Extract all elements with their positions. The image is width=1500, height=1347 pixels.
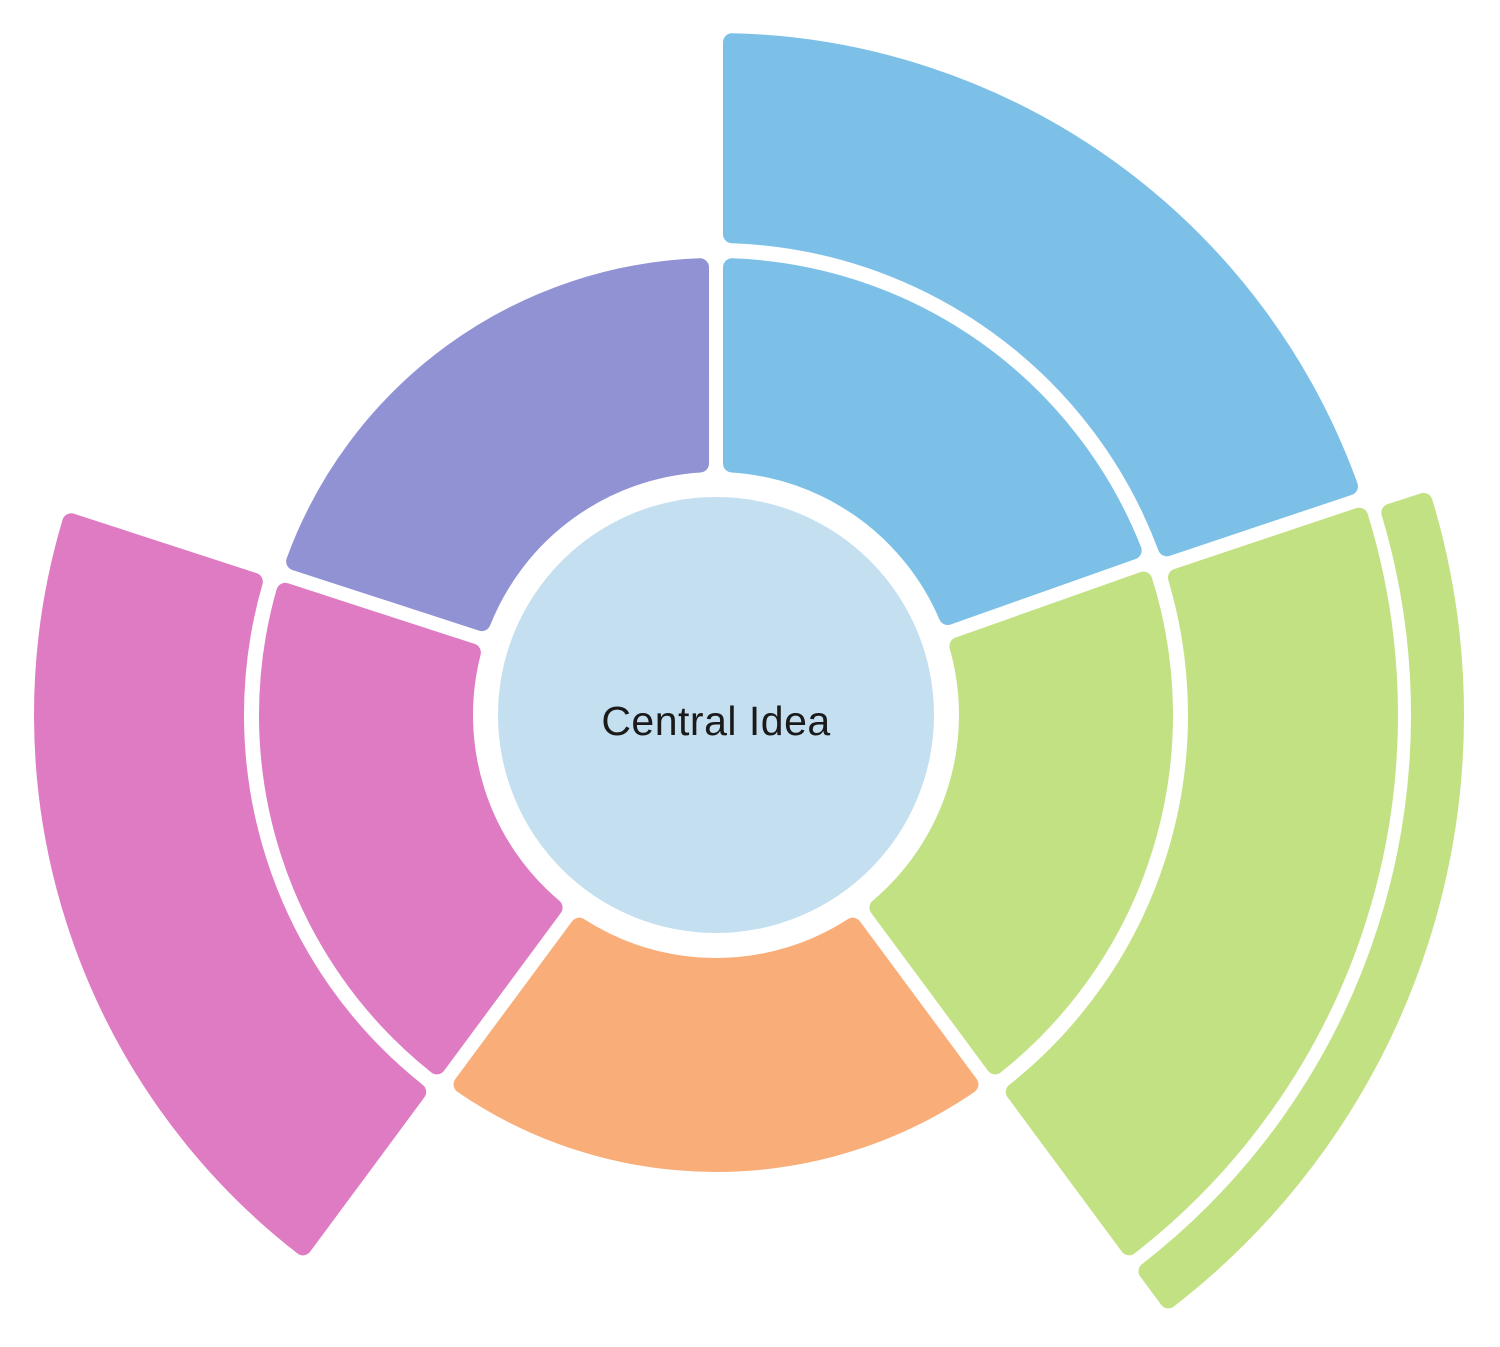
segment-orange-inner[interactable] [453,917,979,1172]
segment-purple-inner[interactable] [286,258,710,632]
segment-pink-outer[interactable] [34,513,427,1256]
segment-green-outer[interactable] [1005,507,1398,1256]
segment-pink-inner[interactable] [259,582,563,1075]
central-idea-label: Central Idea [601,698,830,744]
segment-blue-outer[interactable] [723,33,1358,557]
segment-blue-inner[interactable] [722,258,1142,625]
segment-green-inner[interactable] [869,571,1173,1075]
central-idea-circle[interactable] [498,497,934,933]
segment-green-sliver[interactable] [1138,492,1464,1309]
segments-layer [34,33,1464,1309]
